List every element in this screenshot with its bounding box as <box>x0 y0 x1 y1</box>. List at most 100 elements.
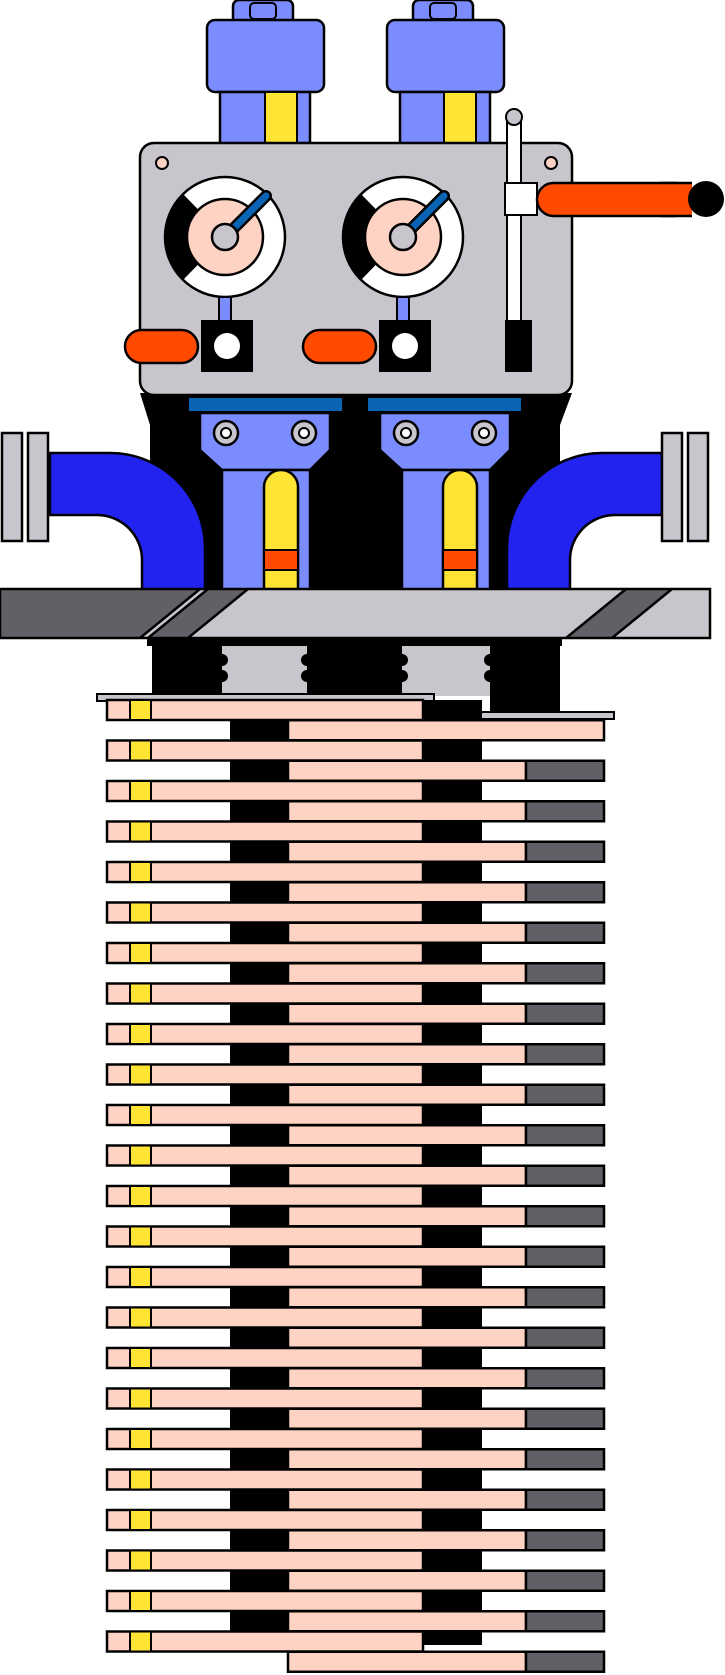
orange-button-right[interactable] <box>301 328 378 365</box>
pipe-left <box>48 451 207 594</box>
left-plate <box>105 698 425 722</box>
right-plate-end <box>524 921 606 944</box>
left-plate <box>105 1265 425 1289</box>
right-plate <box>286 1043 528 1066</box>
left-plate <box>105 941 425 965</box>
left-plate <box>105 1508 425 1532</box>
yellow-tab <box>129 1590 152 1612</box>
right-plate <box>286 1002 528 1025</box>
right-plate <box>286 1367 528 1390</box>
spacer-column-left <box>230 715 288 1645</box>
right-plate <box>286 1326 528 1349</box>
right-plate <box>286 1083 528 1106</box>
yellow-tab <box>129 1266 152 1288</box>
gauge-stem-left <box>218 296 232 323</box>
yellow-tab <box>129 1387 152 1410</box>
yellow-tab <box>129 942 152 964</box>
left-plate <box>105 1427 425 1451</box>
screw-right <box>544 156 558 170</box>
left-plate <box>105 901 425 924</box>
right-plate-end <box>524 1407 606 1430</box>
right-plate <box>286 1286 528 1309</box>
yellow-tab <box>129 1428 152 1450</box>
right-plate <box>286 881 528 904</box>
right-plate <box>286 1529 528 1552</box>
yellow-tab <box>129 1509 152 1531</box>
left-plate <box>105 1306 425 1329</box>
yellow-tab <box>129 699 152 721</box>
motor-right <box>385 0 506 146</box>
yellow-tab <box>129 1185 152 1207</box>
yellow-tab <box>129 820 152 843</box>
left-plate <box>105 1346 425 1370</box>
yellow-tab <box>129 901 152 924</box>
blue-bar-left <box>187 396 344 413</box>
right-plate <box>286 1407 528 1430</box>
right-plate <box>286 1245 528 1268</box>
right-plate <box>286 1569 528 1592</box>
right-plate <box>286 1610 528 1633</box>
right-plate-end <box>524 1043 606 1066</box>
right-plate-end <box>524 1448 606 1471</box>
left-plate <box>105 1103 425 1127</box>
right-plate-end <box>524 1367 606 1390</box>
right-plate-end <box>524 1569 606 1592</box>
right-plate-end <box>524 1002 606 1025</box>
yellow-tab <box>129 1225 152 1248</box>
right-plate <box>286 1448 528 1471</box>
neck-bar <box>147 638 562 646</box>
right-plate-end <box>524 1286 606 1309</box>
yellow-tab <box>129 1630 152 1653</box>
left-plate <box>105 1630 425 1653</box>
right-plate-end <box>524 759 606 782</box>
right-plate-end <box>524 1205 606 1228</box>
left-plate <box>105 982 425 1005</box>
left-plate <box>105 1063 425 1086</box>
yellow-tab <box>129 1063 152 1086</box>
yellow-tab <box>129 780 152 802</box>
right-plate-end <box>524 1488 606 1511</box>
right-plate <box>286 719 606 742</box>
yellow-tab <box>129 1144 152 1167</box>
right-plate-end <box>524 1083 606 1106</box>
left-plate <box>105 1589 425 1613</box>
valve-handle-icon[interactable] <box>504 108 724 372</box>
yellow-tab <box>129 1104 152 1126</box>
actuator-right <box>378 411 512 592</box>
left-plate <box>105 1144 425 1167</box>
right-plate-end <box>524 962 606 985</box>
right-plate <box>286 962 528 985</box>
flange-icon <box>0 431 50 543</box>
yellow-tab <box>129 1347 152 1369</box>
left-plate <box>105 779 425 803</box>
left-plate <box>105 1225 425 1248</box>
yellow-tab <box>129 739 152 762</box>
gauge-icon <box>341 175 465 299</box>
right-plate-end <box>524 1610 606 1633</box>
right-plate-end <box>524 1124 606 1147</box>
orange-button-left[interactable] <box>123 328 200 365</box>
right-plate-end <box>524 1245 606 1268</box>
base-plate <box>0 587 712 640</box>
right-plate <box>286 1488 528 1511</box>
yellow-tab <box>129 982 152 1005</box>
right-plate <box>286 800 528 823</box>
yellow-tab <box>129 1549 152 1572</box>
right-plate-end <box>524 1164 606 1187</box>
plate-stack <box>105 698 606 1673</box>
left-plate <box>105 1468 425 1491</box>
yellow-tab <box>129 1023 152 1045</box>
flange-icon <box>660 431 710 543</box>
right-plate-end <box>524 1529 606 1552</box>
right-plate <box>286 1205 528 1228</box>
right-plate-end <box>524 881 606 904</box>
gauge-stem-right <box>396 296 410 323</box>
actuator-left <box>198 411 332 592</box>
gauge-icon <box>163 175 287 299</box>
motor-left <box>205 0 326 146</box>
right-plate <box>286 1164 528 1187</box>
left-plate <box>105 1022 425 1046</box>
right-plate-end <box>524 1326 606 1349</box>
